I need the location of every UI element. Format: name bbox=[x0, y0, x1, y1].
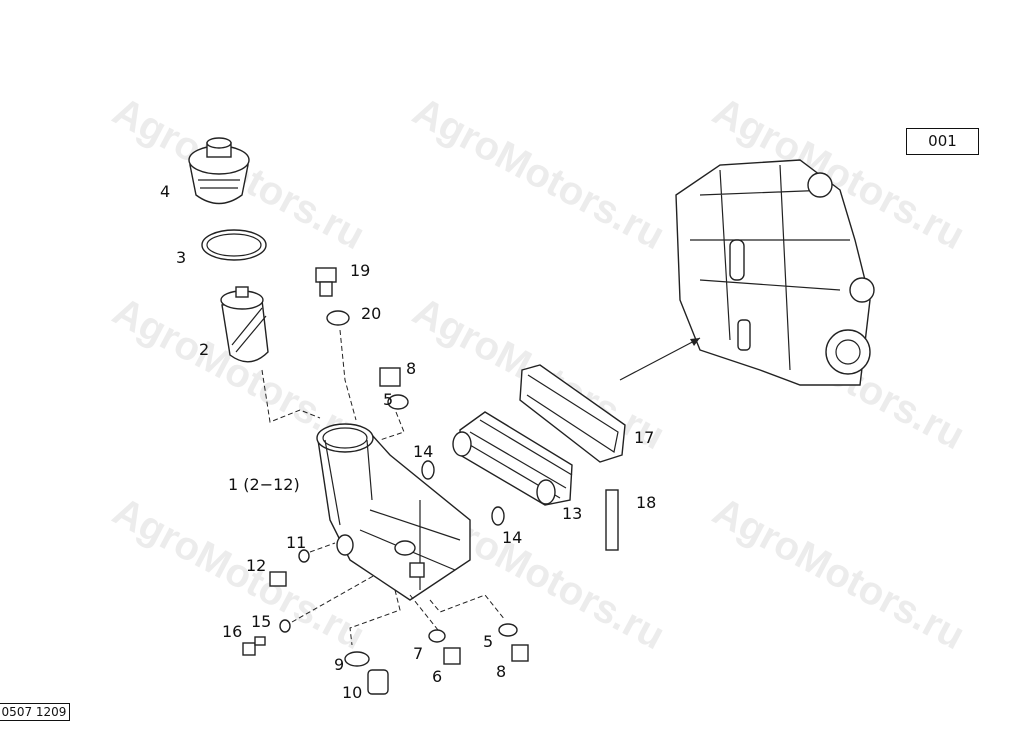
callout-4: 4 bbox=[160, 182, 170, 201]
plug-part[interactable] bbox=[443, 647, 461, 665]
plug-part[interactable] bbox=[315, 267, 337, 297]
callout-13: 13 bbox=[562, 504, 582, 523]
plug-part[interactable] bbox=[511, 644, 529, 662]
o-ring-part[interactable] bbox=[491, 506, 505, 526]
o-ring-part[interactable] bbox=[201, 229, 267, 261]
callout-17: 17 bbox=[634, 428, 654, 447]
callout-15: 15 bbox=[251, 612, 271, 631]
callout-12: 12 bbox=[246, 556, 266, 575]
callout-5: 5 bbox=[383, 390, 393, 409]
drawing-reference: 0507 1209 bbox=[0, 703, 70, 721]
plug-part[interactable] bbox=[379, 367, 401, 387]
o-ring-part[interactable] bbox=[298, 549, 310, 563]
o-ring-part[interactable] bbox=[421, 460, 435, 480]
engine-illustration bbox=[675, 159, 875, 386]
callout-9: 9 bbox=[334, 655, 344, 674]
washer-part[interactable] bbox=[498, 623, 518, 637]
o-ring-part[interactable] bbox=[279, 619, 291, 633]
oil-filter-housing-part[interactable] bbox=[316, 423, 471, 601]
callout-8: 8 bbox=[496, 662, 506, 681]
watermark: AgroMotors.ru bbox=[406, 89, 672, 258]
washer-part[interactable] bbox=[428, 629, 446, 643]
plug-part[interactable] bbox=[367, 669, 389, 695]
callout-14: 14 bbox=[502, 528, 522, 547]
callout-3: 3 bbox=[176, 248, 186, 267]
callout-16: 16 bbox=[222, 622, 242, 641]
callout-5: 5 bbox=[483, 632, 493, 651]
callout-1: 1 (2−12) bbox=[228, 475, 300, 494]
watermark: AgroMotors.ru bbox=[706, 489, 972, 658]
pointer-arrow bbox=[619, 337, 701, 381]
oil-cooler-part[interactable] bbox=[452, 411, 573, 506]
seal-strip-part[interactable] bbox=[605, 489, 619, 551]
filter-cap-part[interactable] bbox=[188, 137, 250, 205]
callout-2: 2 bbox=[199, 340, 209, 359]
washer-part[interactable] bbox=[326, 310, 350, 326]
callout-11: 11 bbox=[286, 533, 306, 552]
callout-7: 7 bbox=[413, 644, 423, 663]
filter-element-part[interactable] bbox=[220, 286, 269, 363]
page-code-box: 001 bbox=[906, 128, 979, 155]
callout-8: 8 bbox=[406, 359, 416, 378]
gasket-part[interactable] bbox=[519, 364, 626, 463]
callout-10: 10 bbox=[342, 683, 362, 702]
callout-6: 6 bbox=[432, 667, 442, 686]
callout-14: 14 bbox=[413, 442, 433, 461]
washer-part[interactable] bbox=[344, 651, 370, 667]
callout-18: 18 bbox=[636, 493, 656, 512]
washer-part[interactable] bbox=[387, 394, 409, 410]
plug-part[interactable] bbox=[269, 571, 287, 587]
plug-part[interactable] bbox=[242, 636, 266, 656]
callout-19: 19 bbox=[350, 261, 370, 280]
callout-20: 20 bbox=[361, 304, 381, 323]
